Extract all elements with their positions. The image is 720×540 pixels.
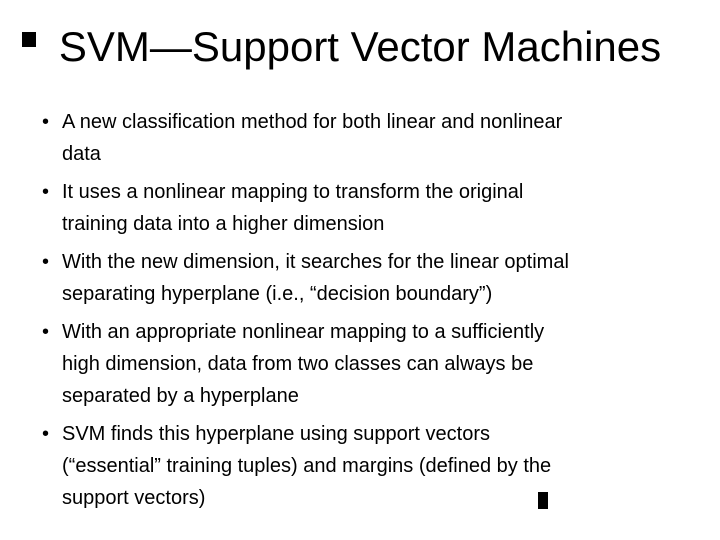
decorative-square-bottom-right [538, 492, 548, 509]
bullet-item: • With the new dimension, it searches fo… [0, 246, 710, 310]
bullet-item: • SVM finds this hyperplane using suppor… [0, 418, 710, 514]
bullet-item: • It uses a nonlinear mapping to transfo… [0, 176, 710, 240]
bullet-text-line: With the new dimension, it searches for … [62, 251, 569, 273]
decorative-square-top-left [22, 32, 36, 47]
bullet-text-line: A new classification method for both lin… [62, 111, 563, 133]
bullet-item: • A new classification method for both l… [0, 106, 710, 170]
bullet-text-line: With an appropriate nonlinear mapping to… [62, 321, 545, 343]
slide-title: SVM—Support Vector Machines [58, 23, 662, 70]
bullet-text-line: high dimension, data from two classes ca… [62, 353, 534, 375]
bullet-text-line: It uses a nonlinear mapping to transform… [62, 181, 524, 203]
bullet-text-line: separated by a hyperplane [62, 385, 299, 407]
bullet-marker-icon: • [42, 321, 50, 343]
bullet-text-line: data [62, 143, 101, 165]
bullet-text-line: training data into a higher dimension [62, 213, 385, 235]
bullet-marker-icon: • [42, 423, 50, 445]
bullet-marker-icon: • [42, 251, 50, 273]
bullet-text-line: SVM finds this hyperplane using support … [62, 423, 490, 445]
bullet-item: • With an appropriate nonlinear mapping … [0, 316, 710, 412]
bullet-marker-icon: • [42, 181, 50, 203]
bullet-text-line: (“essential” training tuples) and margin… [62, 455, 552, 477]
bullet-text-line: separating hyperplane (i.e., “decision b… [62, 283, 493, 305]
bullet-text-line: support vectors) [62, 487, 206, 509]
bullet-marker-icon: • [42, 111, 50, 133]
bullet-list: • A new classification method for both l… [0, 106, 710, 520]
